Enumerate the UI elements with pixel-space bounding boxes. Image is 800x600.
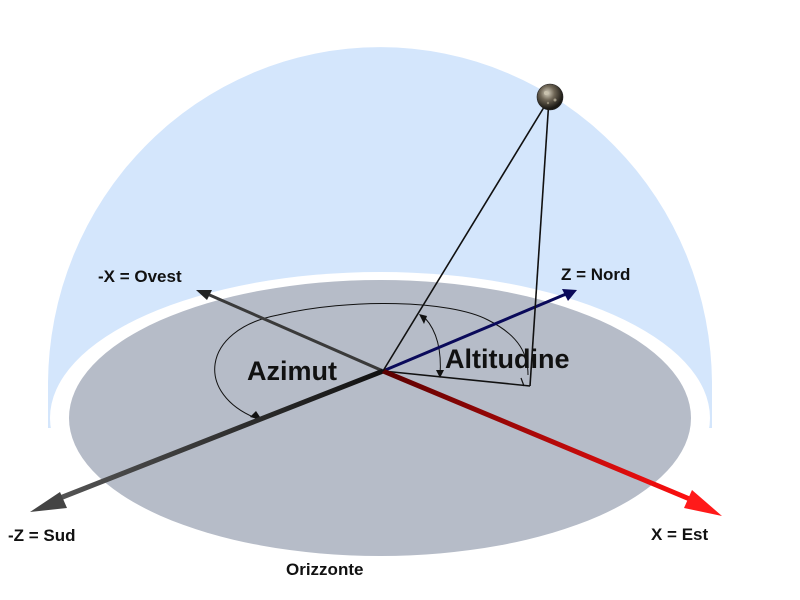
south-axis bbox=[54, 368, 384, 503]
north-axis-arrowhead bbox=[562, 289, 577, 301]
star-icon-speckle bbox=[546, 101, 550, 105]
altitude-arc bbox=[424, 317, 441, 377]
altitude-arc-arrowhead-bottom bbox=[436, 370, 444, 378]
west-axis-arrowhead bbox=[196, 290, 212, 300]
right-angle-marker bbox=[520, 377, 525, 387]
east-axis bbox=[382, 368, 693, 503]
altitude-arc-arrowhead-top bbox=[419, 314, 427, 324]
star-vertical-line bbox=[529, 98, 550, 387]
horizon-plane bbox=[69, 280, 691, 556]
star-sight-line bbox=[382, 98, 550, 372]
altitude-label: Altitudine bbox=[445, 344, 569, 374]
west-label: -X = Ovest bbox=[98, 267, 182, 286]
south-axis-arrowhead bbox=[30, 492, 67, 512]
azimuth-label: Azimut bbox=[247, 356, 337, 386]
horizon-label: Orizzonte bbox=[286, 560, 363, 579]
south-label: -Z = Sud bbox=[8, 526, 76, 545]
star-icon bbox=[536, 83, 564, 111]
north-label: Z = Nord bbox=[561, 265, 630, 284]
ground-projection-line bbox=[382, 370, 531, 387]
star-icon-speckle bbox=[544, 91, 548, 95]
east-axis-arrowhead bbox=[684, 490, 722, 516]
azimuth-arc bbox=[214, 303, 529, 420]
star-icon-speckle bbox=[553, 98, 557, 102]
west-axis bbox=[204, 291, 384, 373]
east-label: X = Est bbox=[651, 525, 709, 544]
